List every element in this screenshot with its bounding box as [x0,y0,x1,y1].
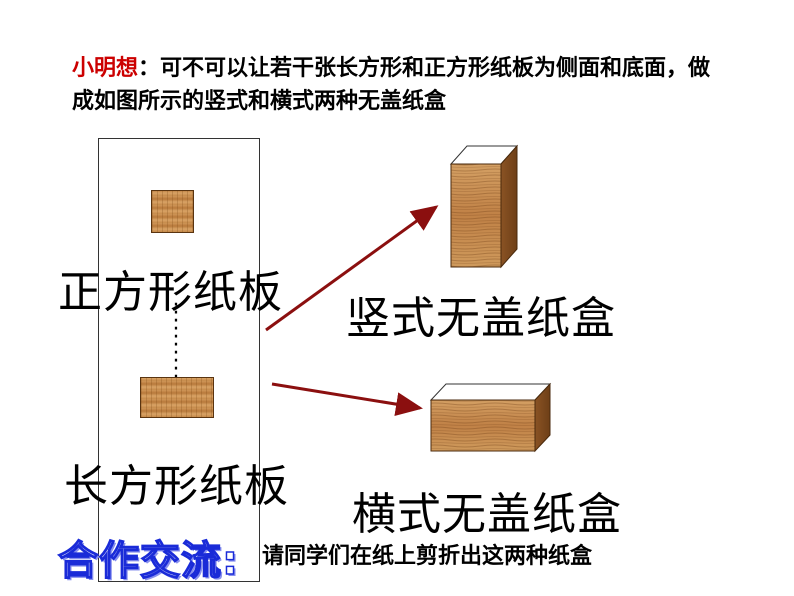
speaker-name: 小明想 [72,56,139,81]
flat-box-image [429,382,552,453]
tall-box-label: 竖式无盖纸盒 [346,293,616,344]
arrow-to-tall-box [265,205,439,332]
boards-frame [98,138,260,582]
intro-question: ：可不可以让若干张长方形和正方形纸板为侧面和底面，做成如图所示的竖式和横式两种无… [72,56,711,114]
square-board-image [151,190,194,233]
footer-title: 合作交流: [57,528,239,586]
rect-board-label: 长方形纸板 [64,461,289,512]
tall-box-image [449,144,519,269]
intro-text: 小明想：可不可以让若干张长方形和正方形纸板为侧面和底面，做成如图所示的竖式和横式… [72,52,712,118]
footer-instruction: 请同学们在纸上剪折出这两种纸盒 [262,544,593,569]
arrow-to-flat-box [271,382,423,417]
square-board-label: 正方形纸板 [58,267,283,318]
footer-title-text: 合作交流 [57,537,222,585]
footer-title-colon: : [221,537,239,585]
flat-box-label: 横式无盖纸盒 [352,489,622,540]
rect-board-image [140,377,214,418]
